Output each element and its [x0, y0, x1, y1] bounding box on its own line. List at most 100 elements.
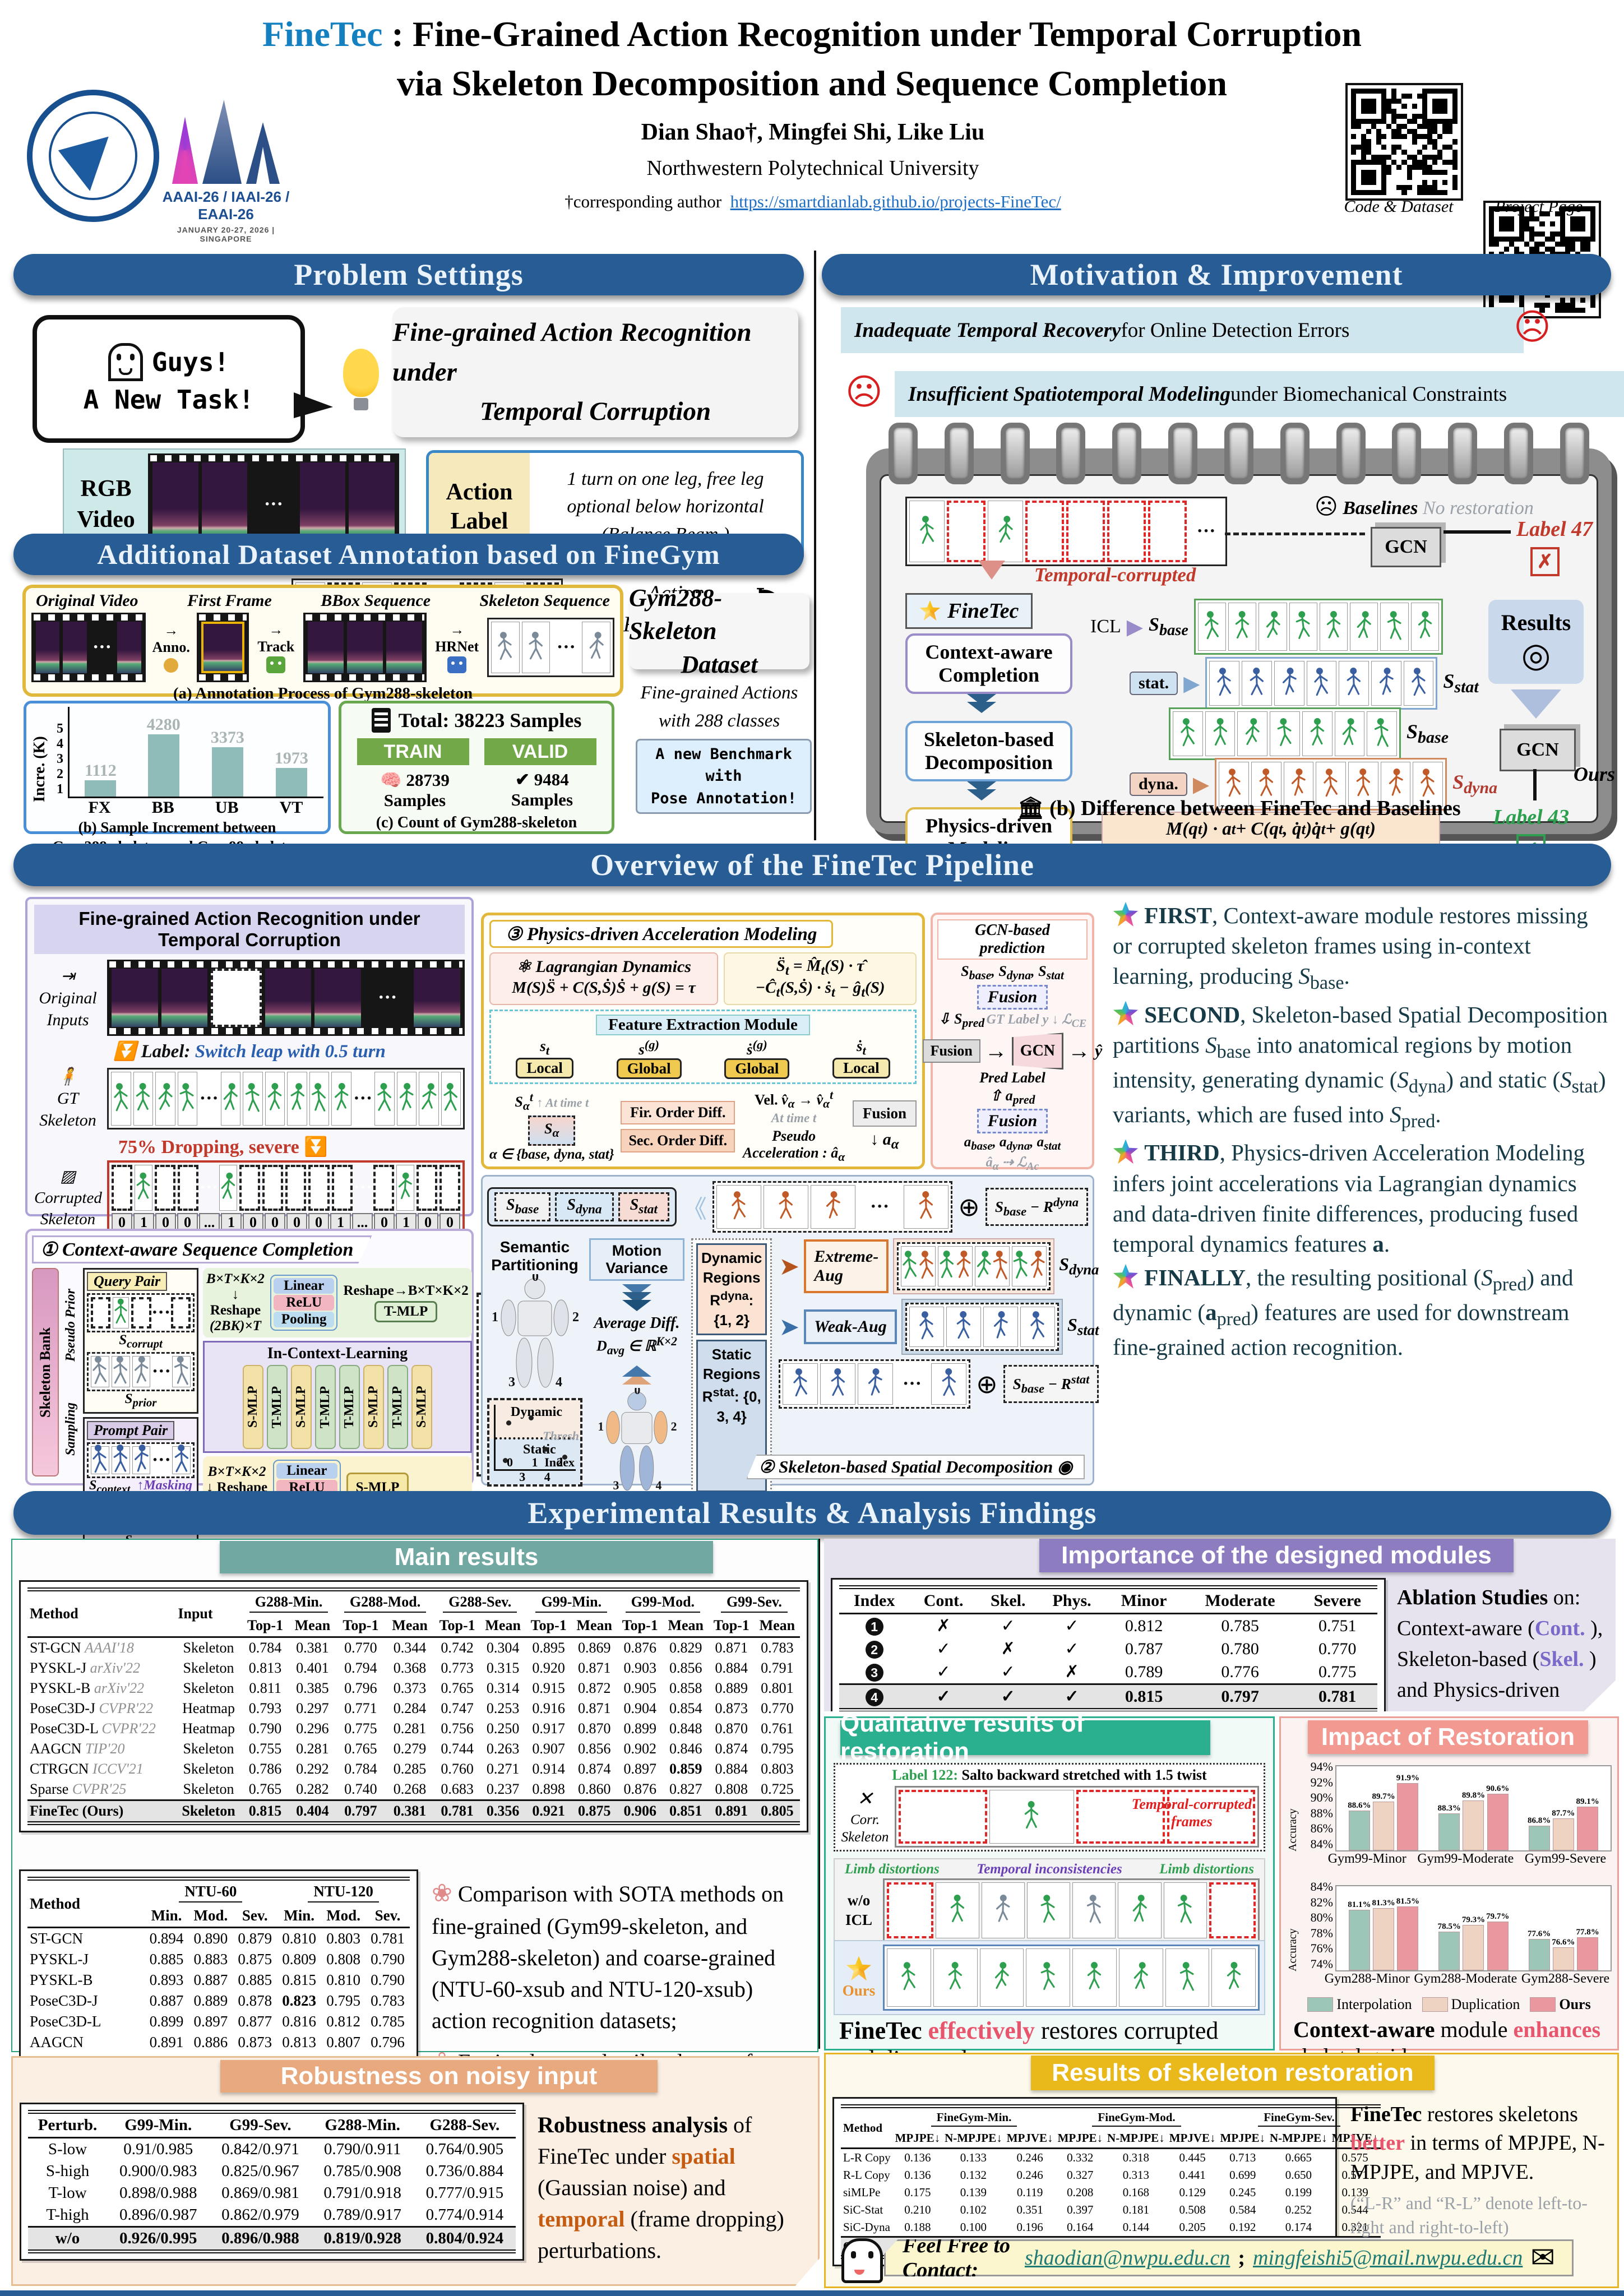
task-panel-title: Fine-grained Action Recognition under Te…	[34, 905, 465, 954]
ours-row: Ours	[834, 1940, 1265, 2015]
frame	[1026, 1882, 1070, 1938]
frame	[946, 1307, 981, 1347]
pipeline-bullet: FINALLY, the resulting positional (Spred…	[1113, 1263, 1574, 1360]
svg-text:0: 0	[532, 1274, 539, 1284]
frame	[285, 1165, 307, 1211]
frame	[1072, 1882, 1116, 1938]
column-divider	[814, 251, 816, 840]
frame	[1283, 762, 1314, 807]
notebook: ··· ☹ Baselines No restoration GCN Label…	[866, 423, 1616, 878]
qualitative-panel: Qualitative results of restoration Label…	[824, 1710, 1275, 2073]
frame	[1274, 661, 1304, 706]
frame	[177, 1165, 198, 1211]
gcn-box-ours: GCN	[1500, 729, 1576, 771]
ours-label: Ours	[1574, 763, 1616, 785]
frame	[887, 1882, 934, 1938]
frame	[989, 1790, 1074, 1844]
sad-face-icon: ☹	[845, 372, 883, 412]
frame	[763, 1185, 809, 1229]
email-link-1[interactable]: shaodian@nwpu.edu.cn	[1024, 2246, 1230, 2270]
bar	[85, 780, 117, 797]
frame	[1148, 501, 1187, 562]
icl-row: ICL▶ Sbase	[1090, 599, 1443, 655]
frame	[239, 1165, 260, 1211]
svg-text:2: 2	[671, 1420, 677, 1433]
arrow-line	[1533, 769, 1537, 800]
frame: ···	[556, 637, 576, 658]
baselines-label: ☹ Baselines No restoration	[1315, 494, 1534, 519]
col-skeleton-seq: Skeleton Sequence	[479, 591, 610, 610]
frame: ···	[870, 1196, 890, 1217]
frame: ···	[378, 987, 397, 1008]
frame	[1012, 1246, 1047, 1286]
frame	[112, 969, 158, 1027]
frame	[347, 622, 383, 673]
frame	[170, 1297, 191, 1328]
brand-name: FineTec	[262, 14, 383, 54]
frame	[1413, 762, 1443, 807]
issue1-bar: Inadequate Temporal Recovery for Online …	[841, 307, 1524, 353]
col-first-frame: First Frame	[187, 591, 272, 610]
frame	[131, 1297, 151, 1328]
frame	[1316, 762, 1346, 807]
frame	[938, 1246, 973, 1286]
bar	[275, 767, 307, 797]
svg-text:4: 4	[655, 1479, 661, 1492]
bar	[1463, 1800, 1484, 1850]
impact-header: Impact of Restoration	[1308, 1720, 1588, 1754]
frame: ···	[1196, 521, 1216, 541]
frame	[132, 1445, 151, 1474]
poster-title-line1: FineTec : Fine-Grained Action Recognitio…	[262, 14, 1362, 54]
frame	[373, 1165, 395, 1211]
frame	[1410, 603, 1439, 651]
gcn-trapezoid: GCN	[1011, 1033, 1064, 1070]
svg-text:3: 3	[613, 1479, 619, 1492]
email-link-2[interactable]: mingfeishi5@mail.nwpu.edu.cn	[1253, 2246, 1523, 2270]
chevrons	[967, 694, 996, 713]
project-url-link[interactable]: https://smartdianlab.github.io/projects-…	[730, 192, 1061, 211]
ablation-panel: Importance of the designed modules Index…	[824, 1539, 1616, 1711]
down-triangle	[1511, 689, 1561, 719]
extreme-aug-box: Extreme-Aug	[804, 1239, 889, 1293]
frame	[1076, 1790, 1165, 1844]
physics-panel-title: ③ Physics-driven Acceleration Modeling	[489, 920, 834, 948]
frame	[1306, 661, 1337, 706]
results-divider	[818, 1539, 820, 2049]
svg-text:2: 2	[572, 1310, 579, 1325]
frame: ···	[353, 1177, 373, 1198]
frame	[172, 1356, 191, 1387]
bar	[1397, 1906, 1419, 1970]
tmlp-block: B×T×K×2↓ Reshape(2BK)×T Linear ReLU Pool…	[203, 1268, 472, 1337]
wrong-icon: ✗	[1530, 547, 1560, 576]
frame	[135, 1165, 152, 1211]
frame	[783, 1363, 818, 1405]
frame	[132, 1355, 151, 1387]
frame: ···	[151, 1302, 171, 1323]
frame	[887, 1948, 931, 2007]
frame	[441, 1071, 461, 1126]
frame	[716, 1185, 761, 1229]
rgb-video-label: RGB Video	[77, 476, 135, 533]
col-bbox-seq: BBox Sequence	[321, 591, 431, 610]
frame	[1066, 501, 1105, 562]
bar	[1552, 1818, 1574, 1850]
